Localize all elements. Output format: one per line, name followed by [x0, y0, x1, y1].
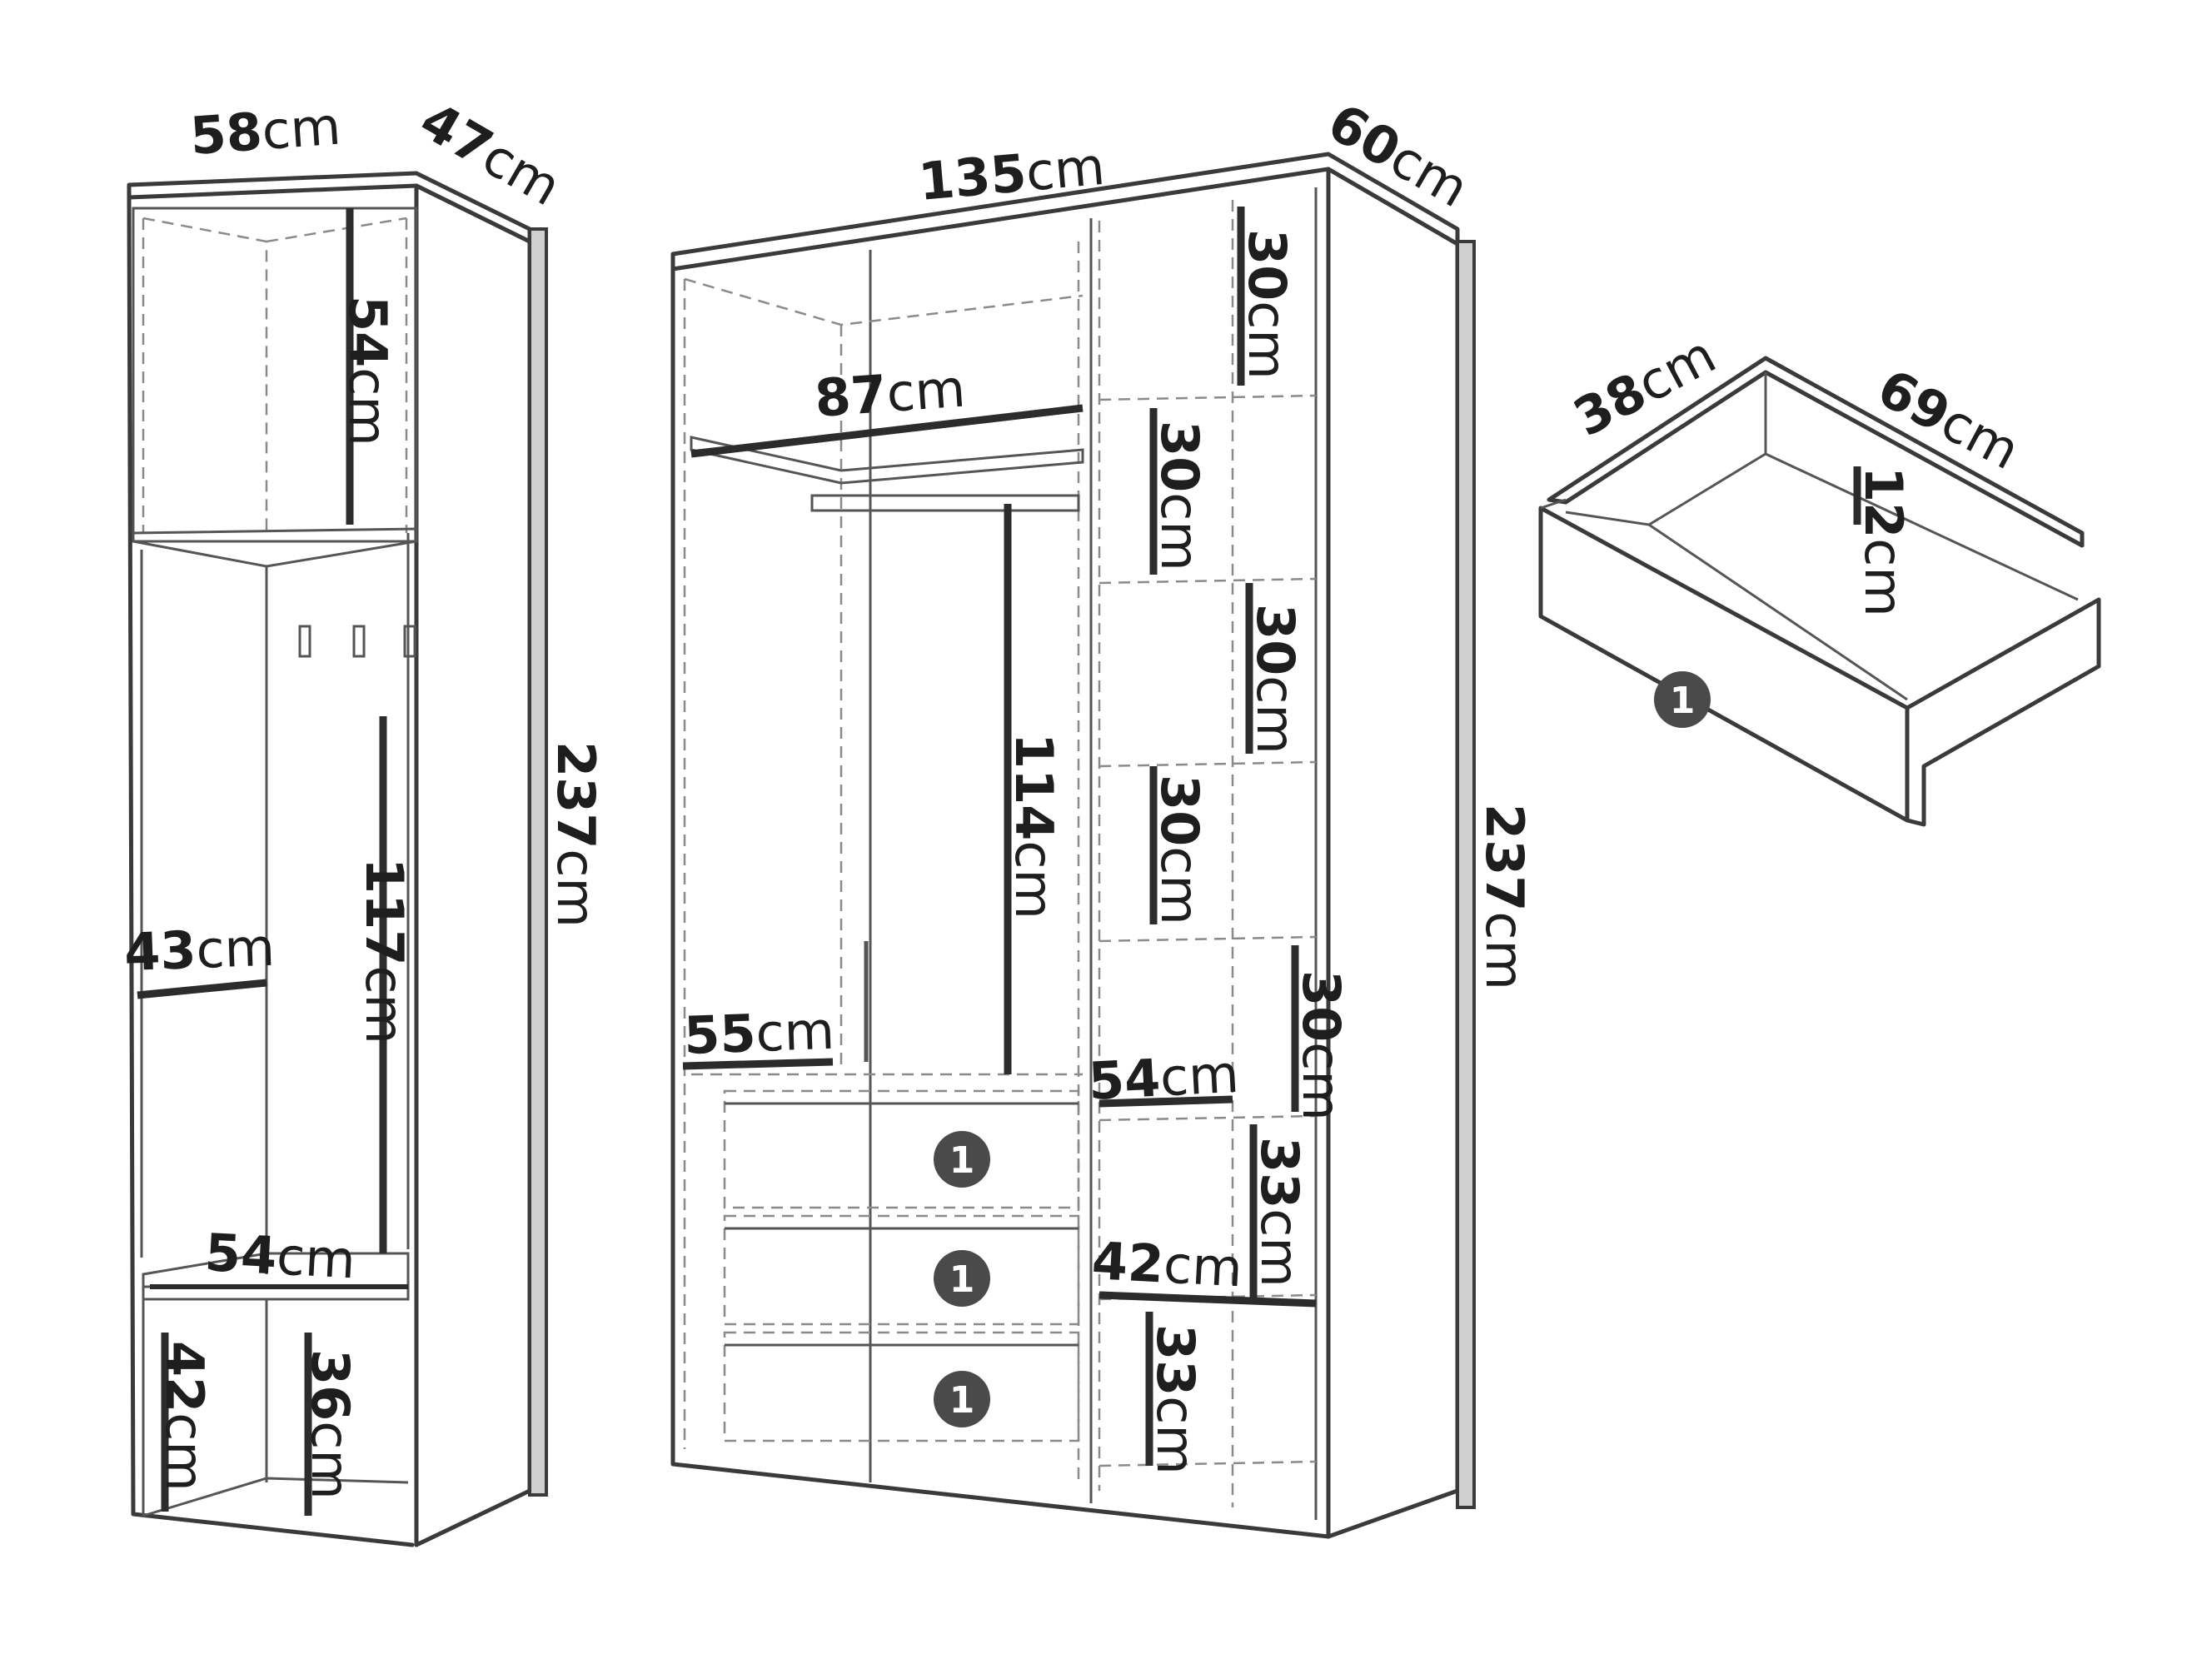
label-hall-height: 237cm	[546, 741, 606, 928]
label-hall-mid-height: 117cm	[354, 858, 415, 1044]
label-hall-top-height: 54cm	[337, 296, 398, 446]
label-hang-height: 114cm	[1004, 733, 1064, 919]
label-wardrobe-height: 237cm	[1474, 804, 1535, 990]
label-shelf-6: 33cm	[1249, 1137, 1310, 1288]
label-shelf-1: 30cm	[1237, 229, 1298, 380]
hall-front-frame	[127, 195, 415, 1547]
drawer-rim	[1547, 356, 2085, 548]
label-shelf-3: 30cm	[1245, 604, 1306, 755]
label-drawer-height: 12cm	[1853, 466, 1914, 617]
label-drawer-width: 38cm	[1564, 324, 1726, 448]
label-shelf-2: 30cm	[1149, 421, 1210, 571]
hall-side-edge	[528, 227, 548, 1497]
wardrobe-side-panel	[1326, 167, 1460, 1539]
hallway-unit	[127, 171, 548, 1547]
label-rail-width: 87cm	[813, 358, 967, 429]
wardrobe-shelves	[1098, 200, 1317, 1507]
svg-text:1: 1	[949, 1139, 975, 1182]
label-hall-depth: 47cm	[411, 90, 571, 218]
wardrobe-drawers	[723, 1089, 1080, 1442]
label-wardrobe-depth: 60cm	[1318, 92, 1479, 220]
hall-bench-seat	[142, 1252, 410, 1301]
wardrobe-unit	[670, 152, 1476, 1539]
svg-text:1: 1	[949, 1379, 975, 1422]
drawer-badge-3: 1	[934, 1371, 990, 1427]
drawer-detail-badge: 1	[1654, 671, 1711, 728]
label-hall-hook-width: 43cm	[123, 917, 276, 983]
label-hall-seat-width: 54cm	[203, 1222, 356, 1290]
coat-hooks	[298, 625, 416, 658]
label-wardrobe-width: 135cm	[916, 136, 1107, 212]
label-hall-width: 58cm	[188, 96, 342, 167]
label-left-shelf-width: 55cm	[683, 1000, 835, 1066]
drawer-badge-1: 1	[934, 1131, 990, 1188]
label-drawer-zone-width: 54cm	[1087, 1044, 1240, 1112]
label-hall-under-height: 36cm	[300, 1349, 361, 1500]
svg-text:1: 1	[949, 1258, 975, 1301]
wardrobe-side-edge	[1456, 240, 1476, 1509]
hall-side-panel	[414, 183, 532, 1547]
label-shelf-7: 33cm	[1145, 1324, 1206, 1475]
label-shelf-4: 30cm	[1149, 775, 1210, 925]
label-hall-seat-height: 42cm	[154, 1341, 215, 1492]
label-shelf-5: 30cm	[1291, 970, 1352, 1121]
drawer-detail	[1538, 356, 2101, 827]
hall-top-compartment	[132, 207, 418, 543]
drawer-front	[1538, 506, 1910, 823]
drawer-side	[1905, 597, 2101, 827]
label-drawer-depth: 69cm	[1868, 357, 2030, 481]
drawer-badge-2: 1	[934, 1250, 990, 1307]
label-lower-shelf-width: 42cm	[1090, 1230, 1243, 1298]
hall-mid-shelf	[132, 527, 418, 568]
svg-text:1: 1	[1670, 680, 1696, 722]
wardrobe-rail-shelf	[690, 436, 1084, 485]
wardrobe-front-frame	[670, 267, 1331, 1539]
